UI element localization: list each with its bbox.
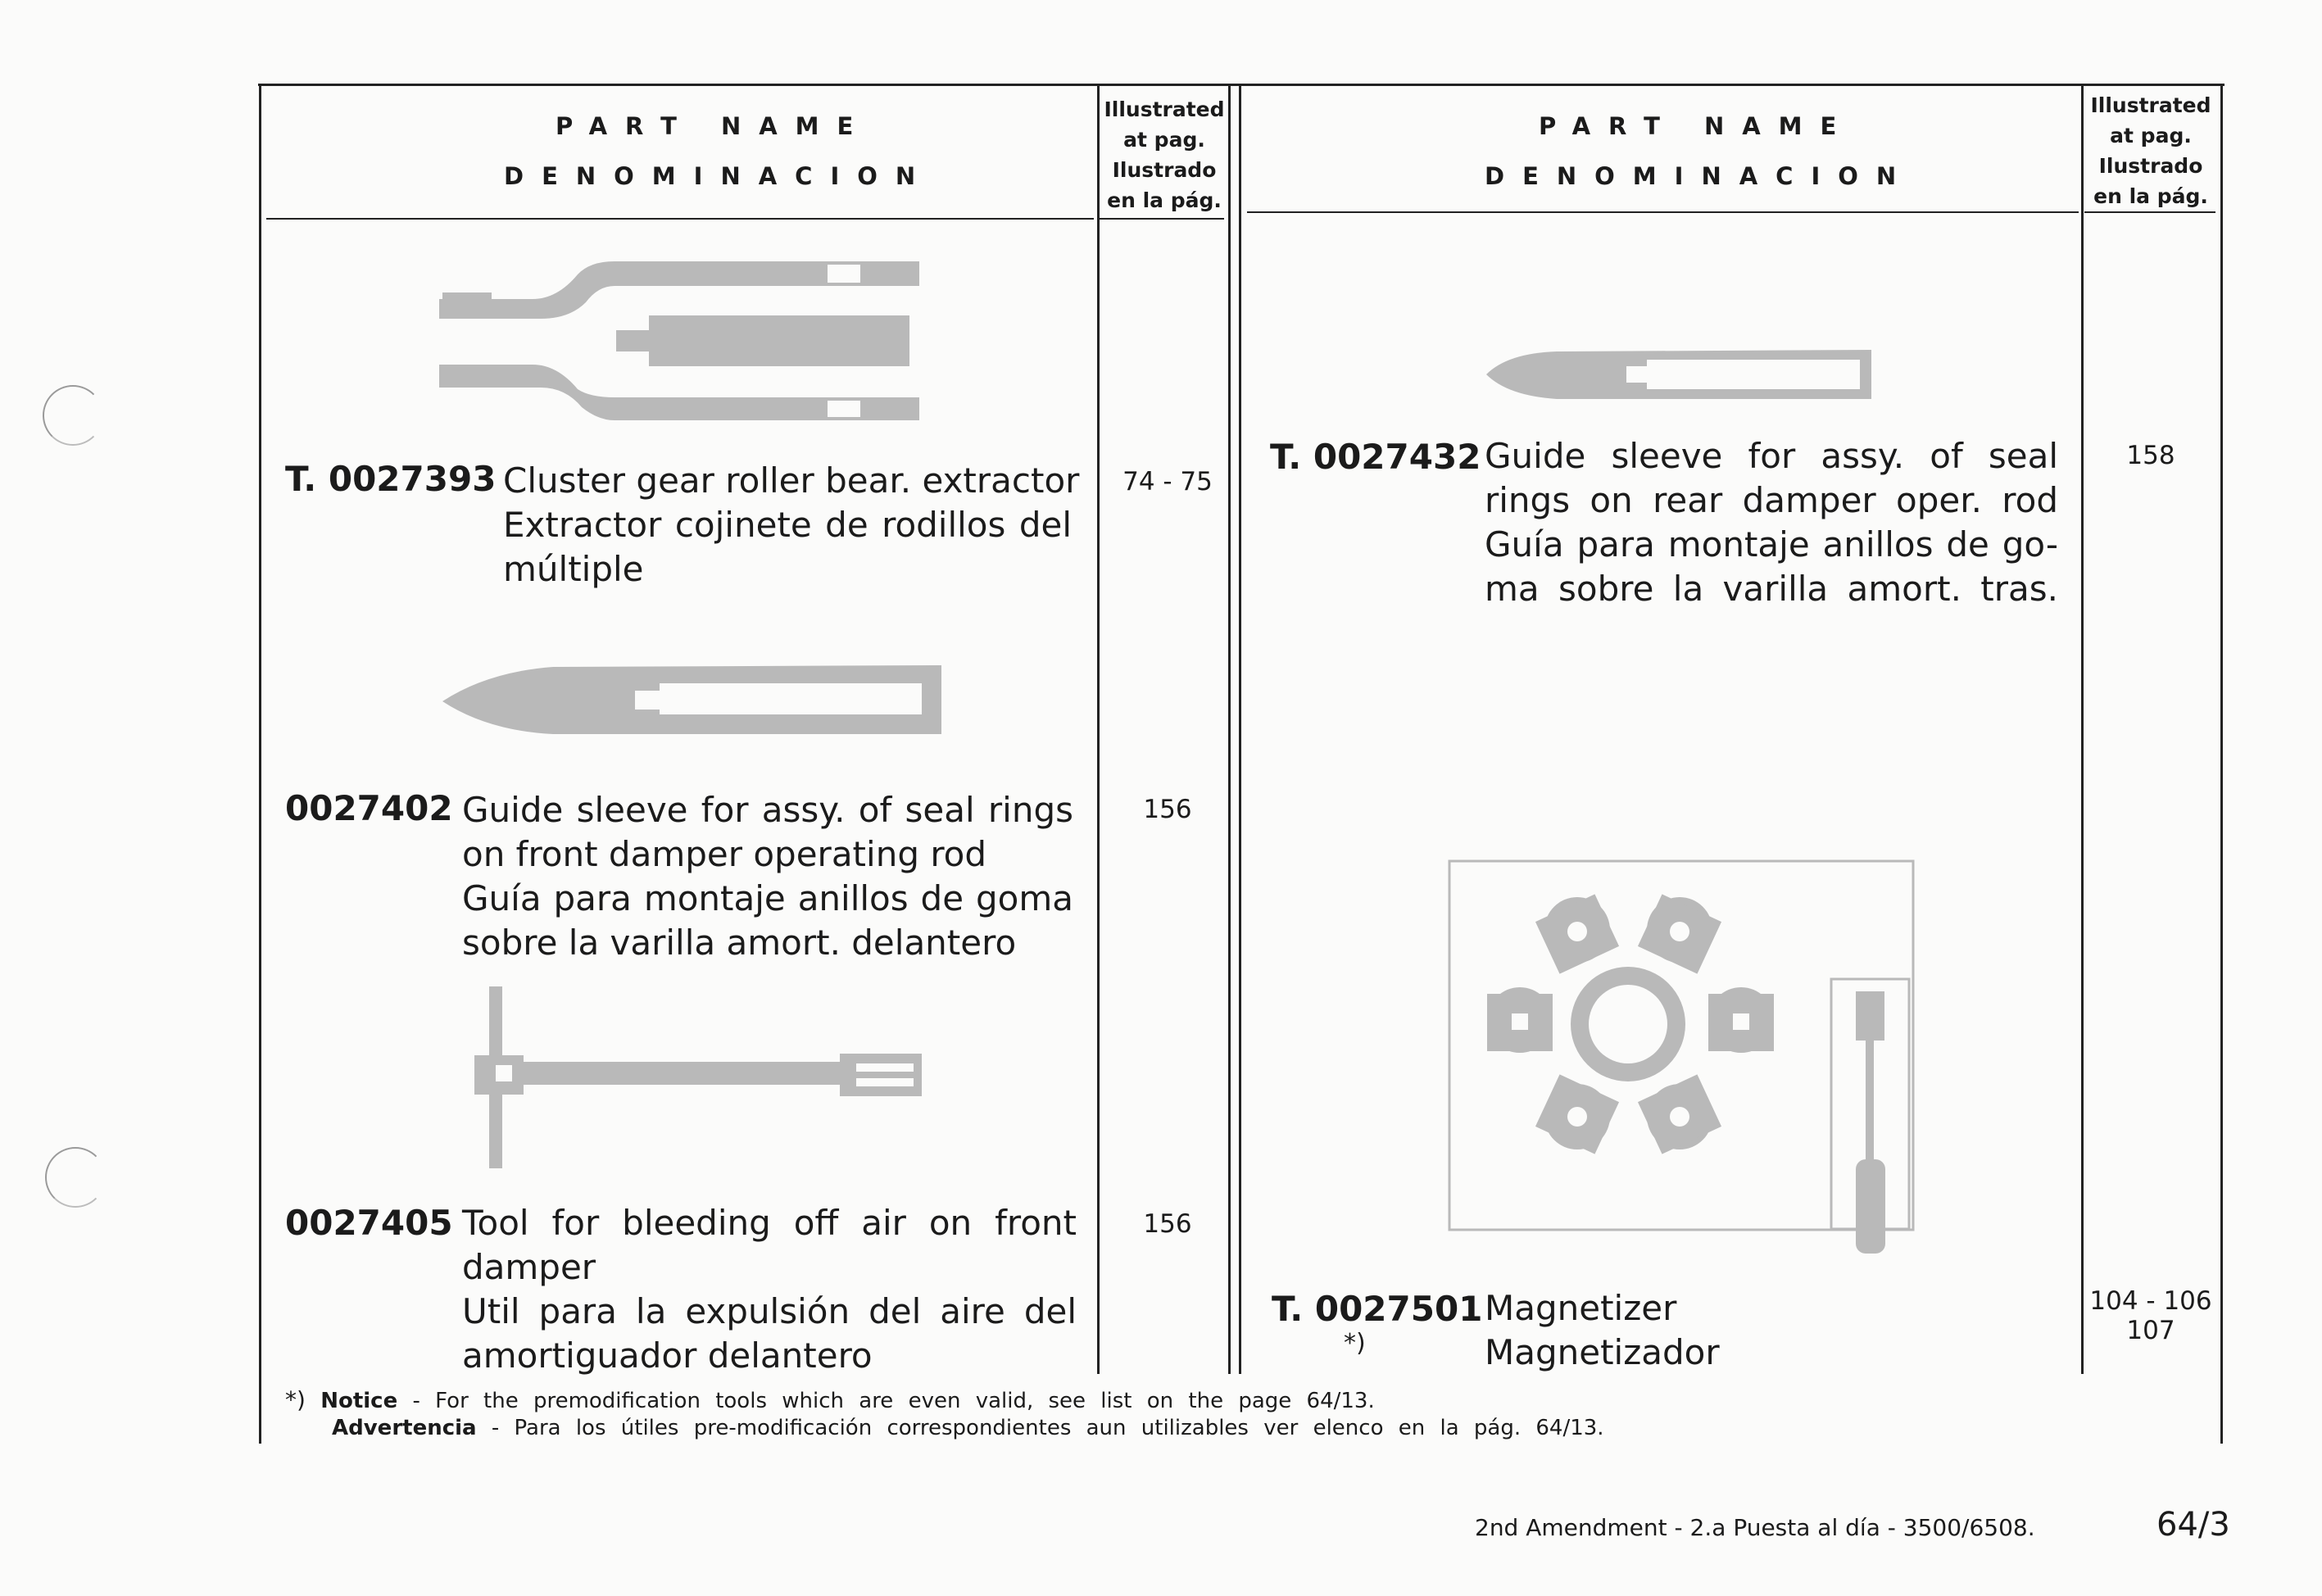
right-page-header-rule xyxy=(2084,211,2215,213)
right-page-col-rule xyxy=(2081,86,2084,1374)
guide-sleeve-front-icon xyxy=(442,665,941,734)
page-number: 64/3 xyxy=(2156,1506,2230,1544)
notice-es: Advertencia - Para los útiles pre-modifi… xyxy=(332,1416,1604,1440)
part-desc-0027402: Guide sleeve for assy. of seal rings on … xyxy=(462,790,1073,963)
center-double-rule-a xyxy=(1228,86,1231,1374)
part-code-0027405: 0027405 xyxy=(285,1203,453,1243)
guide-sleeve-rear-icon xyxy=(1486,350,1871,399)
notice-en: *) Notice - For the premodification tool… xyxy=(285,1386,1375,1413)
extractor-tool-icon xyxy=(439,261,919,420)
left-page-header-rule xyxy=(1100,218,1224,220)
left-header-rule xyxy=(266,218,1094,220)
part-code-0027402: 0027402 xyxy=(285,788,453,828)
star-marker: *) xyxy=(1344,1329,1366,1358)
table-top-rule xyxy=(258,84,2224,86)
magnetizer-board-icon xyxy=(1448,859,1915,1254)
header-part-name-left: PART NAME xyxy=(556,112,872,140)
binder-hole-top xyxy=(43,385,103,446)
bleeding-tool-icon xyxy=(474,986,922,1168)
part-code-0027432: T. 0027432 xyxy=(1270,437,1481,477)
part-code-0027393: T. 0027393 xyxy=(285,459,497,499)
part-code-0027501: T. 0027501 xyxy=(1272,1289,1483,1329)
right-header-rule xyxy=(1247,211,2079,213)
page-ref-0027393: 74 - 75 xyxy=(1122,467,1213,496)
left-page-col-rule xyxy=(1097,86,1100,1374)
part-desc-0027393: Cluster gear roller bear. extractor Extr… xyxy=(503,460,1080,589)
part-desc-0027405: Tool for bleeding off air on front dampe… xyxy=(462,1203,1077,1376)
center-double-rule-b xyxy=(1239,86,1241,1374)
page-ref-0027402: 156 xyxy=(1143,795,1192,824)
page-ref-0027405: 156 xyxy=(1143,1209,1192,1239)
amendment-footer: 2nd Amendment - 2.a Puesta al día - 3500… xyxy=(1475,1514,2035,1541)
page-ref-0027432: 158 xyxy=(2126,441,2175,470)
binder-hole-bottom xyxy=(45,1147,106,1208)
header-denominacion-right: DENOMINACION xyxy=(1485,162,1915,190)
page-ref-0027501: 104 - 106 107 xyxy=(2089,1286,2212,1345)
header-part-name-right: PART NAME xyxy=(1539,112,1855,140)
header-denominacion-left: DENOMINACION xyxy=(504,162,934,190)
part-desc-0027432: Guide sleeve for assy. of seal rings on … xyxy=(1485,436,2058,609)
table-left-rule xyxy=(259,84,261,1444)
part-desc-0027501: Magnetizer Magnetizador xyxy=(1485,1288,1720,1372)
table-right-rule xyxy=(2220,86,2223,1444)
